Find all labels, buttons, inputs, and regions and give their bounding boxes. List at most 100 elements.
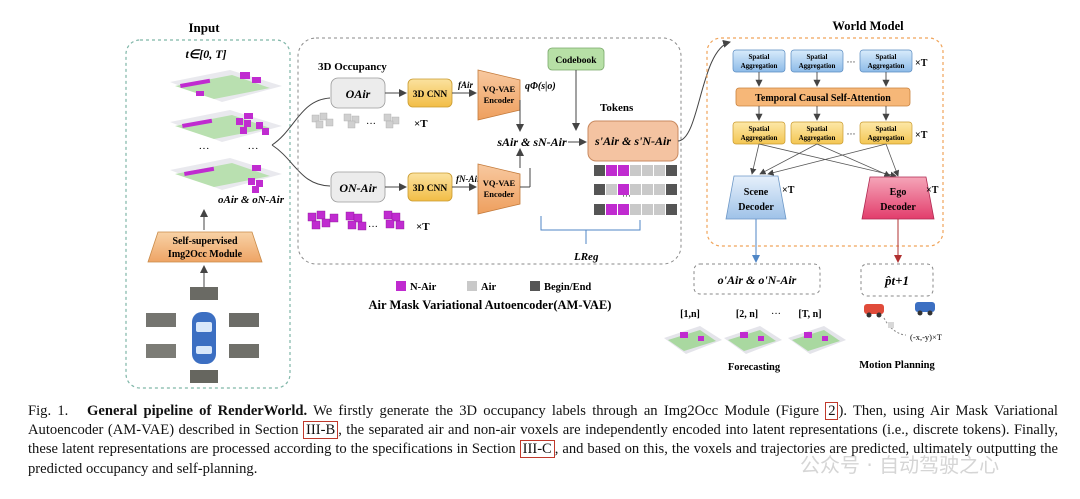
forecast-label-2: [2, n] xyxy=(736,309,758,320)
input-panel xyxy=(125,39,291,389)
occupancy-title: 3D Occupancy xyxy=(318,61,387,73)
p-hat-box xyxy=(860,263,934,297)
air-voxels xyxy=(311,112,400,129)
nair-voxels xyxy=(307,210,405,231)
vqvae-bottom-2: Encoder xyxy=(484,189,515,199)
img2occ-label-2: Img2Occ Module xyxy=(168,249,243,260)
sa-bot-2a: Spatial xyxy=(806,125,827,133)
air-voxel-dots: ··· xyxy=(366,119,376,130)
sa-top-1b: Aggregation xyxy=(741,62,778,70)
spatial-aggregation-bottom xyxy=(732,121,913,145)
sa-top-dots: ··· xyxy=(847,57,856,67)
scene-decoder-2: Decoder xyxy=(738,202,774,213)
caption-bold: General pipeline of RenderWorld. xyxy=(87,403,308,419)
token-dots: ··· xyxy=(622,191,631,201)
sa-bot-1a: Spatial xyxy=(748,125,769,133)
sa-bot-times-t: ×T xyxy=(915,130,928,141)
ego-car-icon xyxy=(192,312,216,364)
forecast-scene-3 xyxy=(788,326,846,354)
legend-begin-end: Begin/End xyxy=(544,282,591,293)
sa-top-2b: Aggregation xyxy=(799,62,836,70)
sa-top-3b: Aggregation xyxy=(868,62,905,70)
motion-planning-cars xyxy=(864,302,935,336)
watermark: 公众号 · 自动驾驶之心 xyxy=(800,453,1000,477)
caption-ref-figure[interactable]: 2 xyxy=(825,402,839,420)
caption-fig: Fig. 1. xyxy=(28,403,69,419)
amvae-panel xyxy=(297,37,682,265)
scene-times-t: ×T xyxy=(782,185,795,196)
o-air-nair-label: oAir & oN-Air xyxy=(218,194,285,206)
vqvae-encoder-bottom xyxy=(477,163,521,215)
sa-bot-3a: Spatial xyxy=(875,125,896,133)
sa-bot-dots: ··· xyxy=(847,129,856,139)
world-model-panel xyxy=(706,37,944,247)
air-times-t: ×T xyxy=(414,118,428,130)
sa-top-times-t: ×T xyxy=(915,58,928,69)
temporal-attention-box xyxy=(735,87,911,107)
vqvae-top-2: Encoder xyxy=(484,95,515,105)
forecast-scene-2 xyxy=(724,326,782,354)
input-dots-left: ··· xyxy=(199,143,210,155)
legend-nair: N-Air xyxy=(410,282,437,293)
figure-caption: Fig. 1. General pipeline of RenderWorld.… xyxy=(28,402,1058,479)
ego-times-t: ×T xyxy=(926,185,939,196)
f-nair-label: fN-Air xyxy=(456,174,481,184)
p-hat-label: p̂t+1 xyxy=(884,273,909,288)
surround-camera-images xyxy=(146,287,259,383)
caption-p4: , and based on this, the voxels and traj… xyxy=(28,441,1058,477)
legend: N-Air Air Begin/End xyxy=(396,281,591,293)
vqvae-top-1: VQ-VAE xyxy=(483,84,516,94)
forecasting-label: Forecasting xyxy=(728,362,781,373)
input-occupancy-scene-3 xyxy=(170,158,282,190)
tokens-title: Tokens xyxy=(600,102,634,114)
forecast-dots: ··· xyxy=(771,309,781,320)
img2occ-label-1: Self-supervised xyxy=(173,236,238,247)
token-rows xyxy=(594,165,677,215)
legend-air: Air xyxy=(481,282,497,293)
caption-ref-section-2[interactable]: III-C xyxy=(519,440,555,459)
forecast-label-3: [T, n] xyxy=(798,309,821,320)
motion-planning-label: Motion Planning xyxy=(859,360,935,371)
nair-times-t: ×T xyxy=(416,221,430,233)
forecast-scene-1 xyxy=(664,326,722,354)
q-phi-label: qΦ(s|o) xyxy=(525,81,556,92)
input-nair-voxels xyxy=(236,118,269,193)
scene-decoder-1: Scene xyxy=(744,187,769,198)
input-dots-right: ··· xyxy=(248,143,259,155)
cnn-top-label: 3D CNN xyxy=(413,90,448,100)
img2occ-module xyxy=(147,231,263,263)
caption-ref-section-1[interactable]: III-B xyxy=(303,421,339,440)
codebook-label: Codebook xyxy=(555,56,597,66)
ego-decoder-1: Ego xyxy=(890,187,907,198)
world-model-title: World Model xyxy=(832,19,904,33)
caption-p3: , the separated air and non-air voxels a… xyxy=(28,422,1058,458)
cnn-bottom-label: 3D CNN xyxy=(413,184,448,194)
ego-decoder xyxy=(861,176,935,220)
traj-label: (-x,-y)×T xyxy=(910,332,943,342)
sa-top-1a: Spatial xyxy=(748,53,769,61)
input-title: Input xyxy=(188,20,220,35)
input-occupancy-scene-1 xyxy=(170,70,282,102)
forecast-label-1: [1,n] xyxy=(680,309,700,320)
caption-p1: We firstly generate the 3D occupancy lab… xyxy=(307,403,826,419)
o-air-label: OAir xyxy=(346,87,371,101)
temporal-attention-label: Temporal Causal Self-Attention xyxy=(755,93,891,104)
pipeline-diagram: Input t∈[0, T] ··· ··· oAir & oN-Air Sel… xyxy=(125,19,944,389)
sa-top-3a: Spatial xyxy=(875,53,896,61)
nair-voxel-dots: ··· xyxy=(368,222,378,233)
input-occupancy-scene-2 xyxy=(170,110,282,142)
time-range: t∈[0, T] xyxy=(185,47,226,61)
sa-bot-3b: Aggregation xyxy=(868,134,905,142)
o-prime-label: o'Air & o'N-Air xyxy=(718,273,797,287)
l-reg-label: LReg xyxy=(573,251,599,263)
sa-bot-2b: Aggregation xyxy=(799,134,836,142)
spatial-aggregation-top xyxy=(732,49,913,73)
s-prime-label: s'Air & s'N-Air xyxy=(594,134,671,148)
o-prime-box xyxy=(693,263,821,295)
sa-bot-1b: Aggregation xyxy=(741,134,778,142)
caption-p2: ). Then, using Air Mask Variational Auto… xyxy=(28,403,1058,439)
vqvae-bottom-1: VQ-VAE xyxy=(483,178,516,188)
scene-decoder xyxy=(725,175,787,220)
ego-decoder-2: Decoder xyxy=(880,202,916,213)
o-nair-label: ON-Air xyxy=(339,181,377,195)
